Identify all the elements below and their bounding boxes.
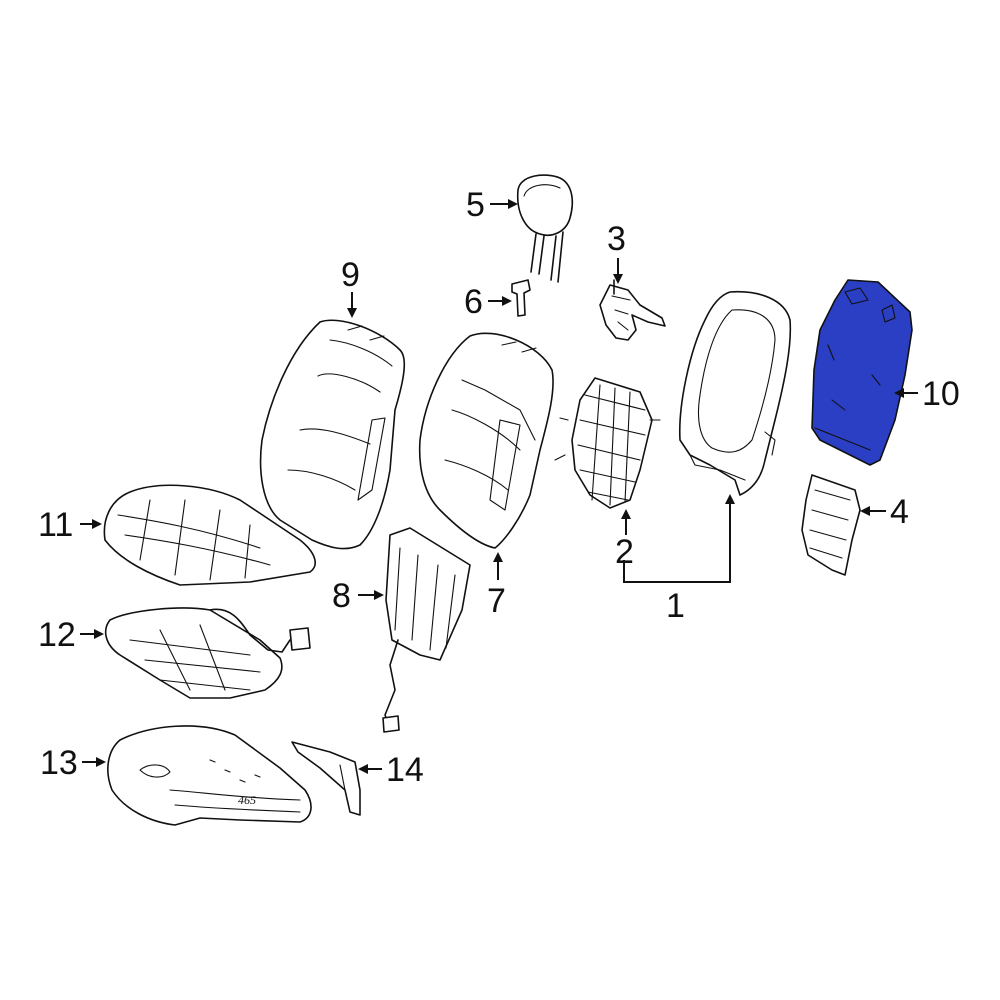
- part-9-backrest-cover: [259, 319, 406, 550]
- part-4-side-panel: [801, 474, 861, 576]
- callout-7: 7: [487, 582, 506, 620]
- part-12-cushion-heater: [104, 607, 311, 699]
- callout-13: 13: [40, 744, 78, 782]
- part-7-backrest-pad: [418, 332, 554, 549]
- callout-9: 9: [341, 256, 360, 294]
- callout-2: 2: [615, 533, 634, 571]
- part-10-backrest-back-panel: [811, 279, 913, 466]
- part-8-backrest-heater: [382, 527, 471, 733]
- callout-3: 3: [607, 220, 626, 258]
- callout-12: 12: [38, 616, 76, 654]
- part-6-headrest-guide: [511, 279, 531, 317]
- part-3-bracket: [599, 279, 666, 341]
- part-13-cushion-pad: 465: [107, 725, 312, 826]
- callout-5: 5: [466, 186, 485, 224]
- callout-6: 6: [464, 283, 483, 321]
- callout-10: 10: [922, 375, 960, 413]
- part-5-headrest: [516, 174, 574, 283]
- part-2-lumbar-support: [554, 377, 661, 509]
- callout-1: 1: [666, 587, 685, 625]
- part-11-cushion-cover: [103, 484, 316, 586]
- callout-8: 8: [332, 577, 351, 615]
- callout-leaders: [80, 199, 918, 774]
- cushion-stamp-text: 465: [238, 793, 256, 807]
- part-1-backrest-frame: [678, 290, 792, 496]
- callout-4: 4: [890, 493, 909, 531]
- callout-labels: 5 6 3 9 10 4 7 8 2 1 11 12 13 14: [38, 186, 960, 789]
- part-14-mount-bracket: [291, 741, 361, 816]
- callout-14: 14: [386, 751, 424, 789]
- callout-11: 11: [38, 506, 73, 544]
